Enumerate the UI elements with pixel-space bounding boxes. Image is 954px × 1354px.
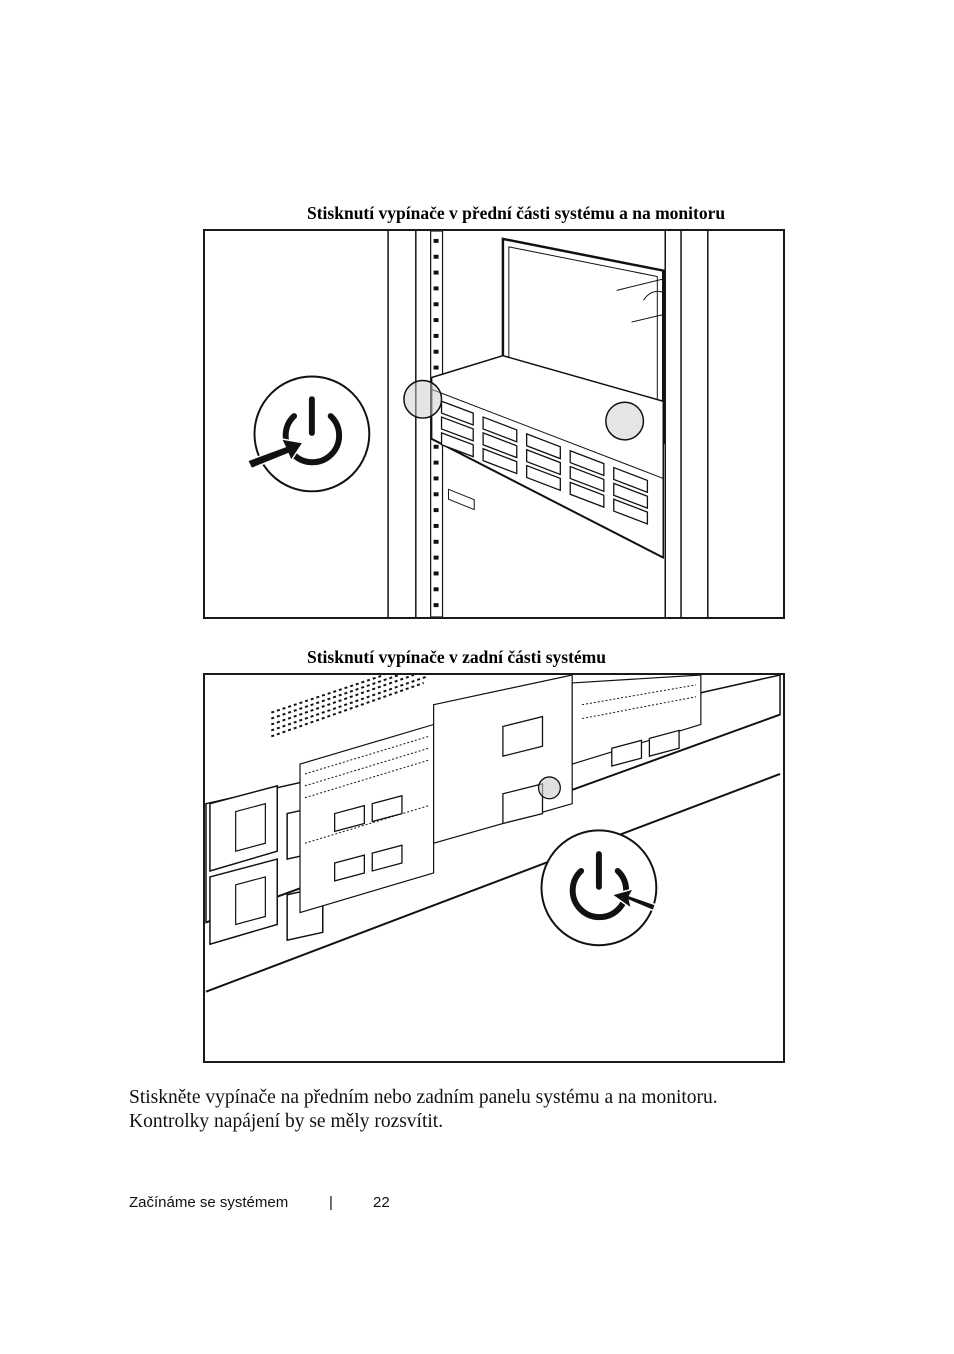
instruction-line-2: Kontrolky napájení by se měly rozsvítit. [129,1111,444,1132]
footer-separator: | [329,1194,333,1211]
instruction-paragraph: Stiskněte vypínače na předním nebo zadní… [129,1086,849,1134]
instruction-line-1: Stiskněte vypínače na předním nebo zadní… [129,1087,718,1108]
front-panel-illustration [203,229,785,619]
footer-section-title: Začínáme se systémem [129,1194,289,1211]
rack-front-drawing [246,231,709,617]
power-icon [540,829,658,947]
rack-rear-drawing [205,675,781,993]
rear-panel-illustration [203,673,785,1063]
power-icon [246,375,371,493]
figure-caption-front: Stisknutí vypínače v přední části systém… [307,203,726,223]
figure-caption-rear: Stisknutí vypínače v zadní části systému [307,647,606,667]
page-number: 22 [373,1194,390,1211]
